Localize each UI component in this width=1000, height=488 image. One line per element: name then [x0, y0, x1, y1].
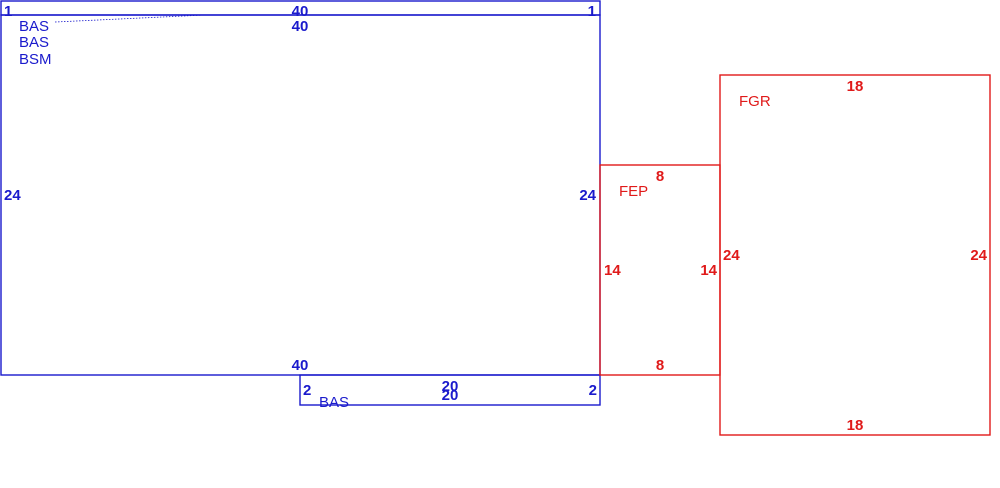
top-strip-right-label: 1	[588, 3, 596, 20]
small-room-top-label: 8	[656, 168, 664, 185]
blue-leader-line	[54, 14, 206, 23]
main-room-bottom-label: 40	[292, 357, 309, 374]
bottom-strip-top-label-a: 20	[442, 378, 459, 395]
blue-group: 1 40 1 BAS BAS BSM 40 24 24 40 20 20 2 2…	[0, 0, 601, 411]
red-large-room[interactable]	[719, 74, 991, 436]
bottom-strip-code: BAS	[319, 394, 349, 411]
small-room-left-label: 14	[604, 262, 621, 279]
main-room-right-label: 24	[579, 187, 596, 204]
main-room-code-1: BAS	[19, 18, 49, 35]
small-room-code: FEP	[619, 183, 648, 200]
main-room-code-3: BSM	[19, 51, 52, 68]
blue-bottom-strip[interactable]	[299, 374, 601, 406]
large-room-right-label: 24	[970, 247, 987, 264]
top-strip-top-label: 40	[292, 3, 309, 20]
bottom-strip-right-label: 2	[589, 382, 597, 399]
red-group: 8 FEP 14 14 8 18 FGR 24 24 18	[599, 74, 991, 436]
main-room-left-label: 24	[4, 187, 21, 204]
large-room-code: FGR	[739, 93, 771, 110]
bottom-strip-top-label-b: 20	[442, 387, 459, 404]
blue-main-room[interactable]	[0, 14, 601, 376]
top-strip-left-label: 1	[4, 3, 12, 20]
large-room-left-label: 24	[723, 247, 740, 264]
small-room-right-label: 14	[700, 262, 717, 279]
large-room-top-label: 18	[847, 78, 864, 95]
main-room-code-2: BAS	[19, 34, 49, 51]
bottom-strip-left-label: 2	[303, 382, 311, 399]
small-room-bottom-label: 8	[656, 357, 664, 374]
large-room-bottom-label: 18	[847, 417, 864, 434]
main-room-top-label: 40	[292, 18, 309, 35]
